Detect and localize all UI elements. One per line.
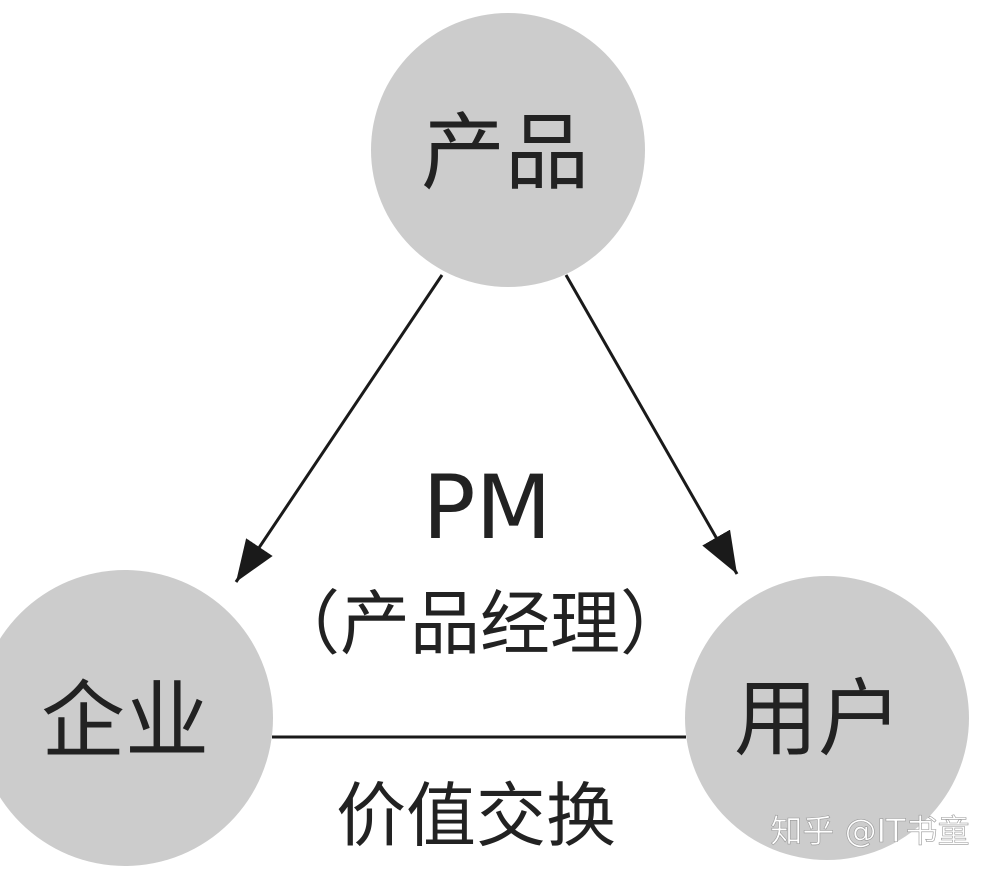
arrow-product-to-user (564, 274, 739, 575)
watermark-text: 知乎 @IT书童 (770, 812, 969, 850)
user-label: 用户 (734, 670, 902, 768)
arrow-product-to-enterprise (234, 274, 444, 583)
pm-title: PM (423, 456, 552, 559)
enterprise-label: 企业 (41, 672, 209, 770)
product-node (371, 13, 645, 287)
user-node (685, 576, 969, 860)
pm-subtitle: （产品经理） (270, 583, 690, 665)
value-exchange-label: 价值交换 (336, 775, 616, 857)
product-label: 产品 (421, 104, 589, 202)
enterprise-node (0, 570, 273, 866)
